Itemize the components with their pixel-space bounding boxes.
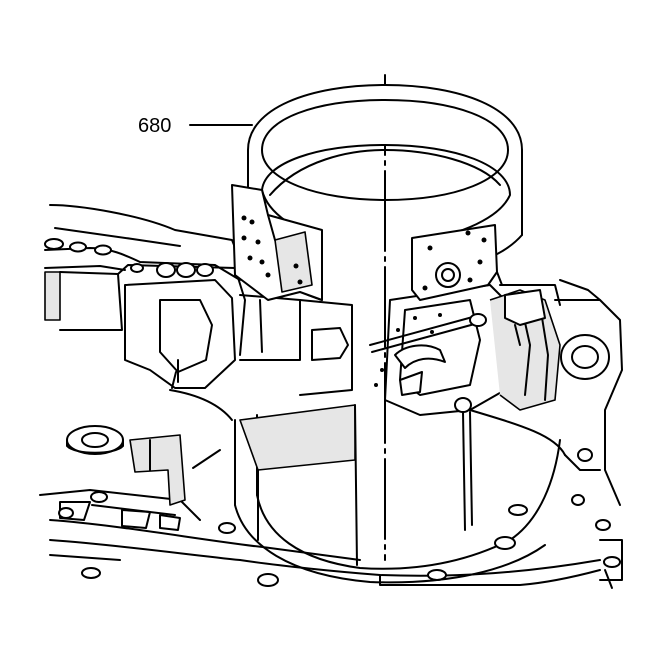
servo-assembly [369,284,561,531]
transmission-case [39,204,623,589]
intermediate-band [231,84,523,301]
callout-680: 680 [138,115,253,137]
callout-label: 680 [138,115,171,137]
